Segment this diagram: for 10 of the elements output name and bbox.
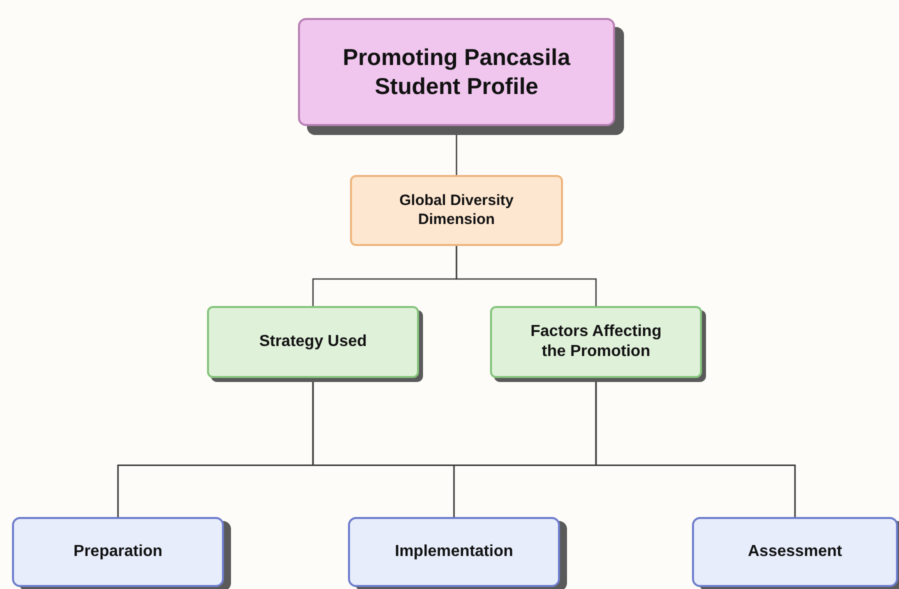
dimension-box <box>350 175 563 246</box>
stage-box <box>692 517 898 587</box>
node-label: Strategy Used <box>259 332 367 352</box>
node-label: Promoting Pancasila Student Profile <box>342 43 572 101</box>
connector-line <box>456 246 597 306</box>
node-label: Factors Affecting the Promotion <box>530 322 662 362</box>
node-label: Assessment <box>748 542 842 562</box>
node-label: Global Diversity Dimension <box>398 192 515 230</box>
node-label: Implementation <box>394 542 514 562</box>
node-label: Preparation <box>74 542 162 562</box>
